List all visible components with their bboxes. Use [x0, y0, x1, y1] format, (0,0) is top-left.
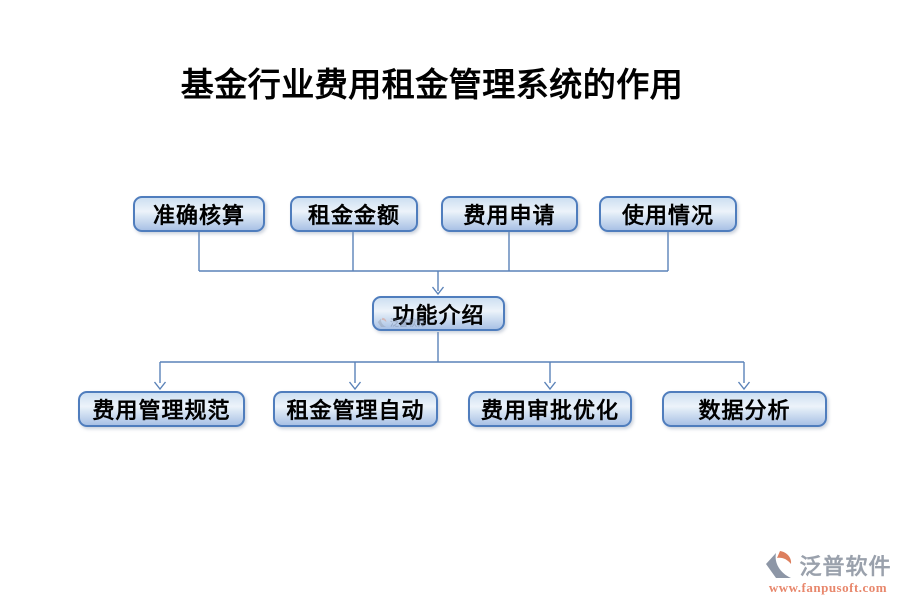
- node-data-analysis: 数据分析: [662, 391, 827, 427]
- node-expense-management-standard: 费用管理规范: [78, 391, 245, 427]
- node-function-introduction-label: 功能介绍: [392, 302, 485, 328]
- brand-url: www.fanpusoft.com: [768, 580, 888, 595]
- fanpu-logo-mini-icon: [377, 317, 387, 327]
- arrowhead-bottom-3: [543, 381, 557, 391]
- brand-name: 泛普软件: [799, 554, 892, 579]
- fanpu-logo-icon: [766, 551, 792, 578]
- arrowhead-center: [431, 286, 445, 296]
- node-rent-amount: 租金金额: [290, 196, 418, 232]
- node-accurate-accounting: 准确核算: [133, 196, 265, 232]
- node-expense-approval-optimization: 费用审批优化: [468, 391, 632, 427]
- brand-row: 泛普软件: [764, 549, 891, 581]
- node-usage-status: 使用情况: [599, 196, 737, 232]
- fanpu-brand-watermark: 泛普软件 www.fanpusoft.com: [758, 549, 898, 596]
- node-expense-application: 费用申请: [441, 196, 578, 232]
- diagram-title: 基金行业费用租金管理系统的作用: [180, 68, 684, 104]
- arrowhead-bottom-2: [348, 381, 362, 391]
- node-rent-management-automatic: 租金管理自动: [273, 391, 438, 427]
- arrowhead-bottom-1: [153, 381, 167, 391]
- node-function-introduction: 功能介绍 泛普软件: [372, 296, 505, 331]
- arrowhead-bottom-4: [737, 381, 751, 391]
